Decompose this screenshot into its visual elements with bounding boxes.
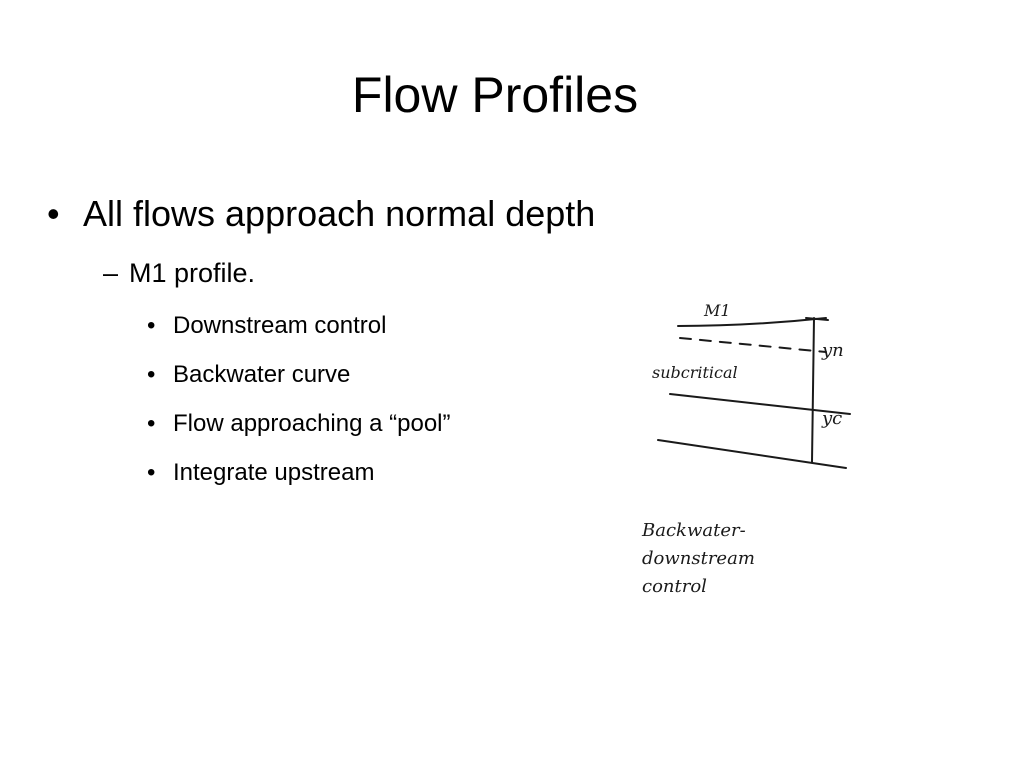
- sub-sub-bullet-text: Downstream control: [173, 312, 387, 339]
- sub-sub-bullet-integrate-upstream: • Integrate upstream: [147, 457, 374, 489]
- bullet-marker: •: [147, 312, 156, 339]
- sub-bullet-m1-profile: – M1 profile.: [103, 254, 255, 292]
- note-line-control: control: [642, 576, 707, 597]
- sub-sub-bullet-backwater-curve: • Backwater curve: [147, 359, 350, 391]
- note-line-backwater: Backwater-: [641, 520, 746, 541]
- normal-depth-label: yn: [821, 340, 844, 361]
- bullet-all-flows: • All flows approach normal depth: [47, 190, 595, 238]
- bullet-marker: •: [147, 361, 156, 388]
- m1-profile-sketch: M1 yn yc subcritical Backwater- downstre…: [641, 301, 851, 597]
- bullet-marker: •: [47, 193, 60, 234]
- m1-water-surface-curve: [677, 317, 827, 327]
- m1-profile-label: M1: [703, 301, 731, 320]
- bullet-text: All flows approach normal depth: [83, 193, 596, 234]
- sub-sub-bullet-downstream-control: • Downstream control: [147, 310, 386, 342]
- normal-depth-dashed-line: [679, 337, 827, 353]
- slide-title: Flow Profiles: [351, 67, 639, 123]
- note-line-downstream: downstream: [642, 548, 755, 569]
- sub-sub-bullet-pool: • Flow approaching a “pool”: [147, 408, 451, 440]
- channel-bed-line: [657, 439, 847, 469]
- subcritical-label: subcritical: [652, 363, 738, 382]
- sub-sub-bullet-text: Backwater curve: [173, 361, 351, 388]
- sub-sub-bullet-text: Flow approaching a “pool”: [173, 410, 451, 437]
- bullet-marker: •: [147, 410, 156, 437]
- critical-depth-line: [669, 393, 851, 415]
- sub-bullet-text: M1 profile.: [129, 258, 256, 288]
- critical-depth-label: yc: [821, 408, 842, 429]
- sub-sub-bullet-text: Integrate upstream: [173, 459, 375, 486]
- dash-marker: –: [103, 258, 119, 288]
- end-tick: [805, 317, 829, 321]
- depth-reference-line: [811, 317, 815, 463]
- bullet-marker: •: [147, 459, 156, 486]
